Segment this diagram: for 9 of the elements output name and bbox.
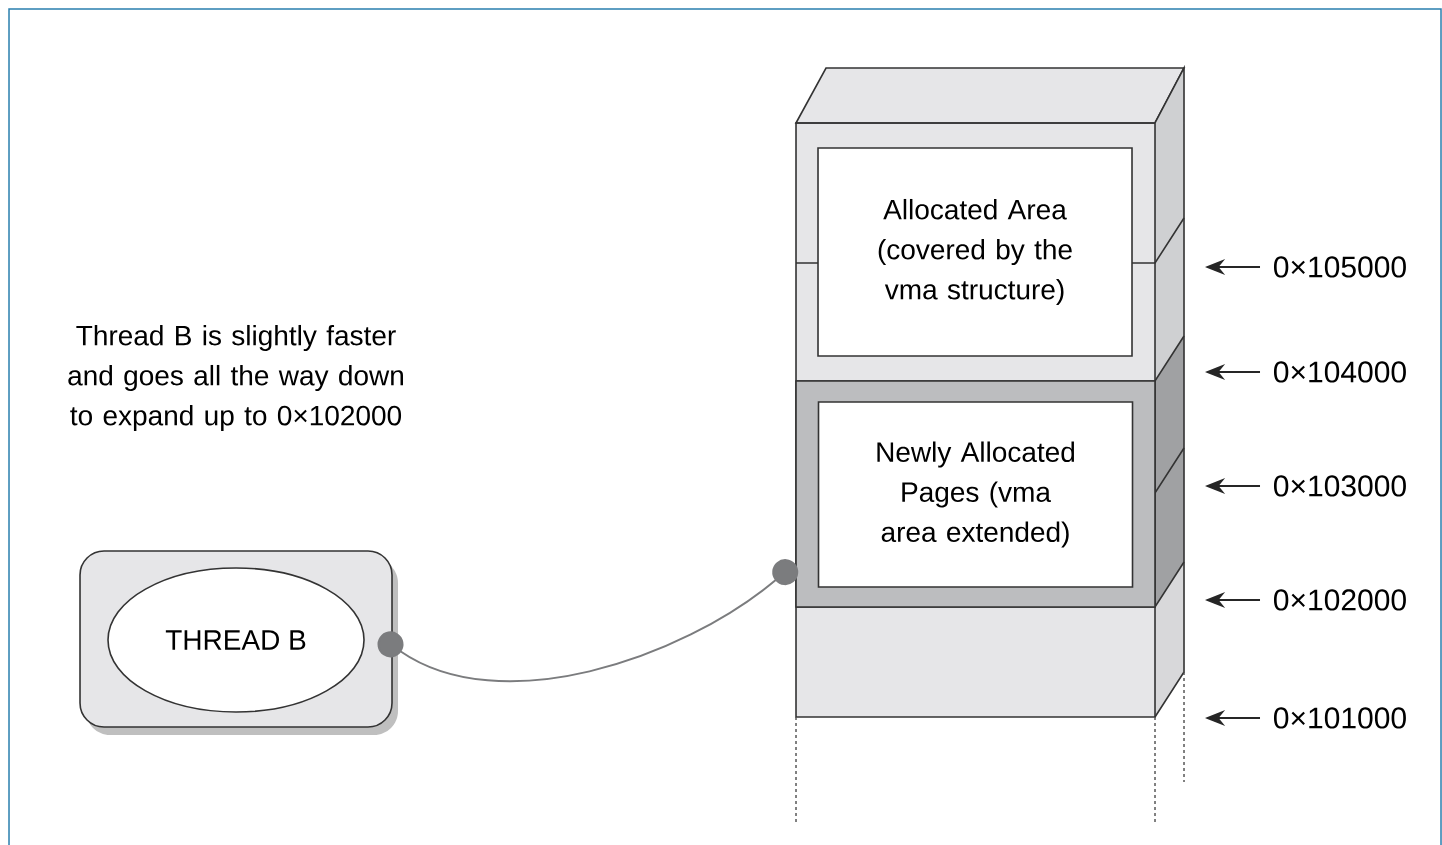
address-label: 0×105000	[1274, 256, 1406, 278]
address-label: 0×101000	[1274, 707, 1406, 729]
address-label: 0×104000	[1274, 361, 1406, 383]
address-label: 0×103000	[1274, 475, 1406, 497]
address-label: 0×102000	[1274, 589, 1406, 611]
memory-area-box: Newly Allocated Pages (vma area extended)	[817, 401, 1134, 588]
note-text: Thread B is slightly faster and goes all the way down to expand up to 0×102000	[68, 324, 403, 432]
connector-line	[377, 559, 799, 683]
memory-area-box: Allocated Area (covered by the vma structure)	[817, 147, 1133, 357]
